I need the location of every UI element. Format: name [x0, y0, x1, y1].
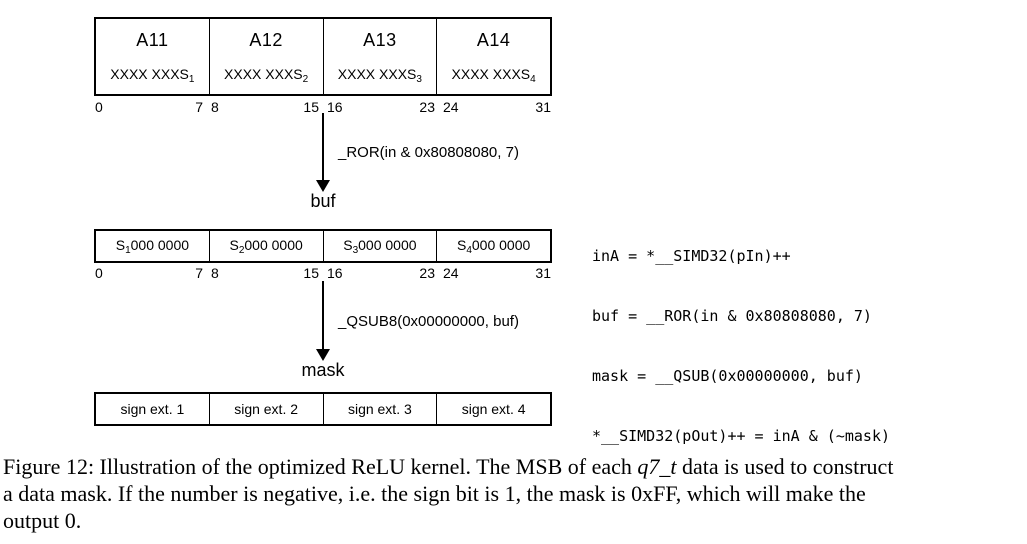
caption-math-q7t: q7_t [637, 454, 677, 479]
bit-label: 23 [419, 99, 435, 115]
qsub-operation-label: _QSUB8(0x00000000, buf) [338, 313, 519, 330]
buf-register-box: S1000 0000 S2000 0000 S3000 0000 S4000 0… [94, 229, 552, 263]
bit-pattern-text: 000 0000 [471, 236, 531, 253]
bit-pattern-subscript: 4 [530, 74, 536, 85]
cell-bit-pattern: XXXX XXXS1 [110, 66, 194, 85]
buf-register-cell-3: S3000 0000 [322, 231, 437, 261]
bit-label: 15 [303, 99, 319, 115]
cell-title: A13 [363, 30, 397, 50]
bit-pattern-text: 000 0000 [130, 236, 190, 253]
sign-ext-label: sign ext. 1 [120, 401, 185, 417]
bit-pattern-text: XXXX XXXS [451, 66, 531, 82]
bit-ruler-segment: 8 15 [207, 99, 323, 115]
bit-pattern-text: S [229, 236, 239, 253]
bit-label: 7 [195, 99, 203, 115]
cell-bit-pattern: S1000 0000 [116, 237, 189, 256]
bit-pattern-subscript: 1 [125, 244, 131, 256]
bit-label: 0 [95, 265, 103, 281]
code-line: *__SIMD32(pOut)++ = inA & (~mask) [592, 427, 891, 445]
bit-label: 8 [211, 99, 219, 115]
bit-ruler-segment: 24 31 [439, 265, 552, 281]
cell-title: A11 [136, 30, 169, 50]
bit-pattern-subscript: 1 [188, 74, 195, 85]
cell-bit-pattern: S2000 0000 [229, 237, 302, 256]
input-register-cell-4: A14 XXXX XXXS4 [436, 19, 550, 94]
input-register-cell-2: A12 XXXX XXXS2 [208, 19, 323, 94]
input-register-cell-3: A13 XXXX XXXS3 [322, 19, 437, 94]
bit-label: 24 [443, 265, 459, 281]
mask-label: mask [301, 360, 345, 380]
code-line: inA = *__SIMD32(pIn)++ [592, 247, 791, 265]
buf-register-cell-1: S1000 0000 [96, 231, 209, 261]
bit-pattern-text: 000 0000 [244, 236, 303, 253]
cell-bit-pattern: XXXX XXXS2 [224, 66, 308, 85]
qsub-arrow-head-icon [316, 349, 330, 361]
bit-label: 16 [327, 265, 343, 281]
caption-text: Figure 12: Illustration of the optimized… [3, 454, 638, 479]
bit-label: 7 [195, 265, 203, 281]
caption-text: data is used to construct [676, 454, 894, 479]
sign-ext-label: sign ext. 3 [347, 401, 412, 417]
bit-label: 31 [535, 265, 551, 281]
code-line: mask = __QSUB(0x00000000, buf) [592, 367, 863, 385]
buf-register-cell-2: S2000 0000 [208, 231, 323, 261]
ror-operation-label: _ROR(in & 0x80808080, 7) [338, 144, 519, 161]
buf-register-cell-4: S4000 0000 [436, 231, 550, 261]
bit-pattern-text: S [343, 236, 353, 253]
bit-label: 24 [443, 99, 459, 115]
bit-label: 15 [303, 265, 319, 281]
mask-register-cell-1: sign ext. 1 [96, 394, 209, 424]
bit-pattern-subscript: 3 [352, 244, 359, 256]
bit-pattern-text: S [456, 236, 467, 253]
ror-arrow-head-icon [316, 180, 330, 192]
mask-register-cell-4: sign ext. 4 [436, 394, 550, 424]
bit-label: 16 [327, 99, 343, 115]
cell-bit-pattern: XXXX XXXS4 [452, 66, 536, 85]
cell-bit-pattern: S3000 0000 [343, 237, 416, 256]
mask-register-cell-2: sign ext. 2 [208, 394, 323, 424]
qsub-arrow-line [322, 281, 324, 351]
caption-line-3: output 0. [3, 508, 82, 533]
bit-pattern-text: S [115, 236, 126, 253]
mask-register-box: sign ext. 1 sign ext. 2 sign ext. 3 sign… [94, 392, 552, 426]
buf-label: buf [310, 191, 336, 211]
bit-pattern-subscript: 4 [466, 244, 472, 256]
bit-label: 0 [95, 99, 103, 115]
cell-bit-pattern: S4000 0000 [457, 237, 530, 256]
bit-label: 23 [419, 265, 435, 281]
bit-label: 8 [211, 265, 219, 281]
bit-pattern-text: XXXX XXXS [224, 66, 303, 82]
bit-ruler-segment: 8 15 [207, 265, 323, 281]
bit-ruler-segment: 24 31 [439, 99, 552, 115]
code-line: buf = __ROR(in & 0x80808080, 7) [592, 307, 872, 325]
code-snippet: inA = *__SIMD32(pIn)++ buf = __ROR(in & … [592, 206, 890, 486]
sign-ext-label: sign ext. 2 [234, 401, 299, 417]
caption-line-2: a data mask. If the number is negative, … [3, 481, 866, 506]
bit-label: 31 [535, 99, 551, 115]
sign-ext-label: sign ext. 4 [461, 401, 526, 417]
figure-caption: Figure 12: Illustration of the optimized… [3, 453, 1025, 534]
bit-pattern-text: 000 0000 [358, 236, 417, 253]
bit-pattern-subscript: 2 [302, 74, 309, 85]
ror-arrow-line [322, 113, 324, 182]
bit-pattern-text: XXXX XXXS [337, 66, 417, 82]
bit-pattern-subscript: 2 [238, 244, 245, 256]
bit-pattern-text: XXXX XXXS [110, 66, 189, 82]
bit-pattern-subscript: 3 [416, 74, 422, 85]
cell-bit-pattern: XXXX XXXS3 [338, 66, 422, 85]
caption-line-1: Figure 12: Illustration of the optimized… [3, 453, 1025, 480]
mask-register-cell-3: sign ext. 3 [322, 394, 437, 424]
input-register-box: A11 XXXX XXXS1 A12 XXXX XXXS2 A13 XXXX X… [94, 17, 552, 96]
cell-title: A14 [476, 30, 511, 50]
cell-title: A12 [249, 30, 283, 50]
input-register-cell-1: A11 XXXX XXXS1 [96, 19, 209, 94]
